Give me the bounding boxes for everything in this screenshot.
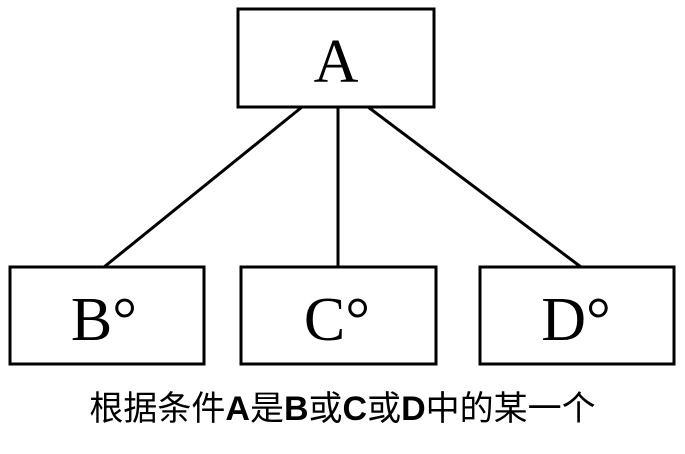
edge-a-d (367, 105, 582, 269)
node-b-label: B° (71, 286, 137, 354)
node-d-label: D° (541, 286, 611, 354)
caption-part: 是 (249, 389, 284, 429)
node-b: B° (8, 265, 206, 366)
caption-part: 中的某一个 (425, 389, 596, 429)
caption-letter-c: C (342, 390, 368, 428)
caption-part: 根据条件 (89, 389, 226, 429)
node-c-label: C° (304, 286, 370, 354)
node-a: A (236, 7, 436, 109)
caption-part: 或 (367, 389, 402, 429)
diagram-caption: 根据条件A是B或C或D中的某一个 (0, 382, 685, 436)
caption-part: 或 (308, 389, 343, 429)
caption-letter-b: B (283, 390, 309, 428)
node-d: D° (478, 265, 676, 366)
node-a-label: A (314, 28, 359, 96)
caption-letter-d: D (401, 390, 426, 428)
node-c: C° (239, 265, 438, 366)
caption-letter-a: A (225, 390, 250, 428)
edge-a-b (103, 105, 303, 269)
